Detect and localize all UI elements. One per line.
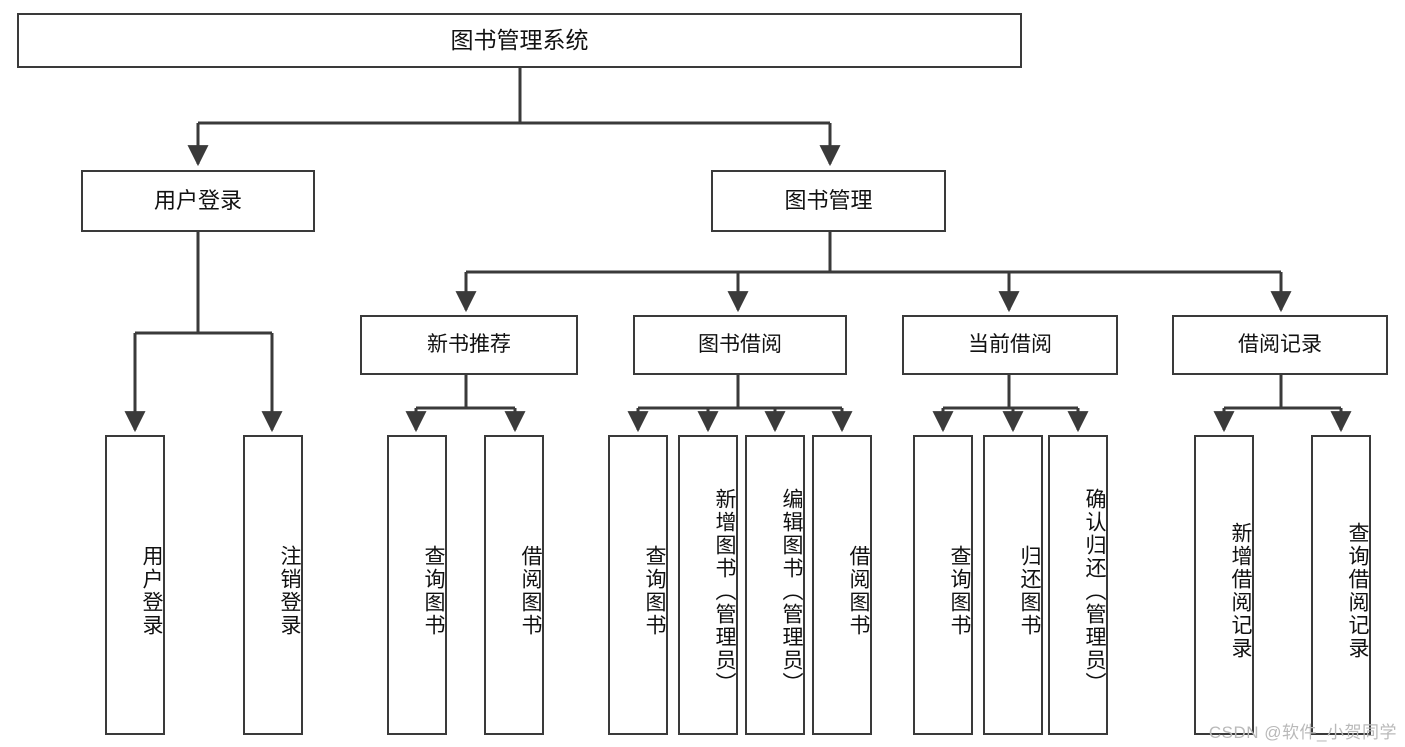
node-label: 归还图书 <box>1018 545 1041 637</box>
node-label: 查询图书 <box>422 545 445 637</box>
node-leaf-recommend-query-book[interactable]: 查询图书 <box>387 435 447 735</box>
node-leaf-edit-book-admin[interactable]: 编辑图书（管理员） <box>745 435 805 735</box>
node-label: 借阅记录 <box>1238 332 1322 356</box>
node-label: 注销登录 <box>278 545 301 637</box>
node-label: 新增借阅记录 <box>1229 522 1252 660</box>
node-current-borrow[interactable]: 当前借阅 <box>902 315 1118 375</box>
node-leaf-recommend-borrow-book[interactable]: 借阅图书 <box>484 435 544 735</box>
node-leaf-current-query-book[interactable]: 查询图书 <box>913 435 973 735</box>
node-book-management[interactable]: 图书管理 <box>711 170 946 232</box>
node-user-login[interactable]: 用户登录 <box>81 170 315 232</box>
node-label: 查询图书 <box>643 545 666 637</box>
node-root-book-management-system[interactable]: 图书管理系统 <box>17 13 1022 68</box>
node-label: 借阅图书 <box>847 545 870 637</box>
node-leaf-query-borrow-record[interactable]: 查询借阅记录 <box>1311 435 1371 735</box>
node-label: 当前借阅 <box>968 332 1052 356</box>
node-leaf-user-login[interactable]: 用户登录 <box>105 435 165 735</box>
node-label: 确认归还（管理员） <box>1083 487 1106 695</box>
node-leaf-return-book[interactable]: 归还图书 <box>983 435 1043 735</box>
csdn-watermark: CSDN @软件_小贺同学 <box>1208 723 1397 742</box>
node-label: 图书借阅 <box>698 332 782 356</box>
node-new-book-recommend[interactable]: 新书推荐 <box>360 315 578 375</box>
node-leaf-borrow-book[interactable]: 借阅图书 <box>812 435 872 735</box>
node-leaf-add-borrow-record[interactable]: 新增借阅记录 <box>1194 435 1254 735</box>
node-label: 查询图书 <box>948 545 971 637</box>
node-label: 查询借阅记录 <box>1346 522 1369 660</box>
node-label: 编辑图书（管理员） <box>780 487 803 695</box>
node-label: 用户登录 <box>153 188 242 214</box>
node-label: 图书管理 <box>784 188 873 214</box>
node-label: 借阅图书 <box>519 545 542 637</box>
node-leaf-logout[interactable]: 注销登录 <box>243 435 303 735</box>
node-borrow-record[interactable]: 借阅记录 <box>1172 315 1388 375</box>
node-leaf-confirm-return-admin[interactable]: 确认归还（管理员） <box>1048 435 1108 735</box>
node-label: 新书推荐 <box>427 332 511 356</box>
node-book-borrow[interactable]: 图书借阅 <box>633 315 847 375</box>
node-label: 用户登录 <box>140 545 163 637</box>
node-leaf-borrow-query-book[interactable]: 查询图书 <box>608 435 668 735</box>
node-label: 新增图书（管理员） <box>713 487 736 695</box>
node-label: 图书管理系统 <box>450 26 589 53</box>
node-leaf-add-book-admin[interactable]: 新增图书（管理员） <box>678 435 738 735</box>
